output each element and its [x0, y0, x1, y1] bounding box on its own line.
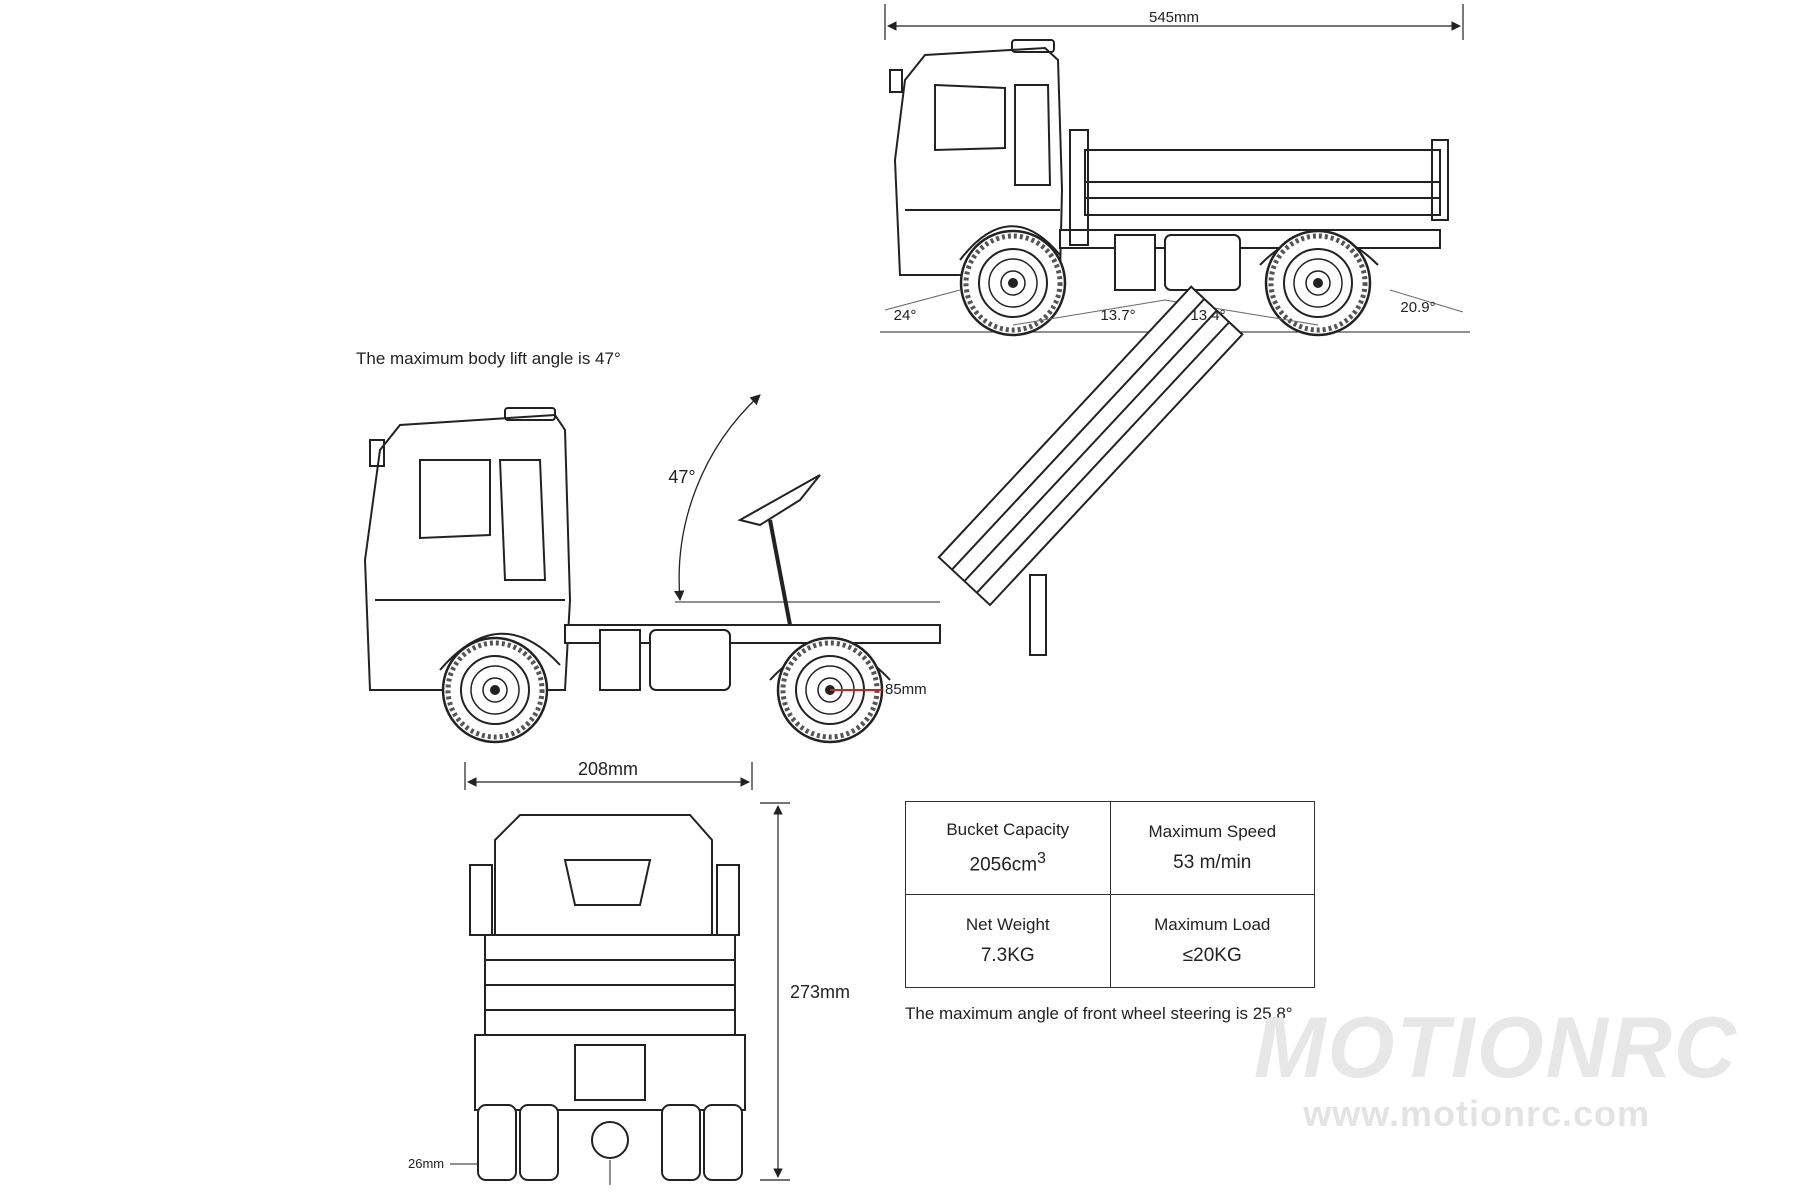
approach-angle: 24° [894, 307, 917, 324]
spec-value: 7.3KG [980, 945, 1035, 966]
width-dimension: 208mm [578, 759, 638, 779]
body-lift-angle: 47° [668, 467, 695, 487]
spec-net-weight: Net Weight 7.3KG [905, 894, 1111, 988]
body-lift-note: The maximum body lift angle is 47° [356, 349, 621, 368]
breakover-angle-rear: 13.4° [1190, 307, 1225, 324]
brand-watermark: MOTIONRC [1253, 1000, 1738, 1096]
spec-maximum-load: Maximum Load ≤20KG [1109, 894, 1315, 988]
brand-url-watermark: www.motionrc.com [1303, 1093, 1650, 1134]
bucket-capacity-number: 2056cm [969, 854, 1038, 876]
height-dimension: 273mm [790, 982, 850, 1002]
wheel-radius-dimension: 85mm [885, 681, 927, 698]
truck-tipping-view [363, 285, 1244, 742]
departure-angle: 20.9° [1400, 299, 1435, 316]
spec-label: Maximum Load [1154, 915, 1271, 934]
truck-side-view [880, 4, 1470, 335]
spec-bucket-capacity: Bucket Capacity 2056cm3 [905, 801, 1111, 895]
truck-rear-view [450, 762, 790, 1185]
spec-value: ≤20KG [1182, 945, 1242, 966]
spec-label: Maximum Speed [1148, 822, 1277, 841]
spec-value: 53 m/min [1173, 852, 1252, 873]
spec-label: Net Weight [965, 915, 1050, 934]
breakover-angle-front: 13.7° [1100, 307, 1135, 324]
spec-value: 2056cm3 [906, 850, 1110, 876]
spec-label: Bucket Capacity [946, 819, 1070, 839]
steering-note: The maximum angle of front wheel steerin… [905, 1004, 1293, 1023]
length-dimension: 545mm [1149, 9, 1199, 26]
bucket-capacity-sup: 3 [1037, 849, 1046, 867]
spec-maximum-speed: Maximum Speed 53 m/min [1109, 801, 1315, 895]
spec-table: Bucket Capacity 2056cm3 Maximum Speed 53… [905, 801, 1315, 988]
wheel-width-dimension: 26mm [408, 1156, 444, 1171]
